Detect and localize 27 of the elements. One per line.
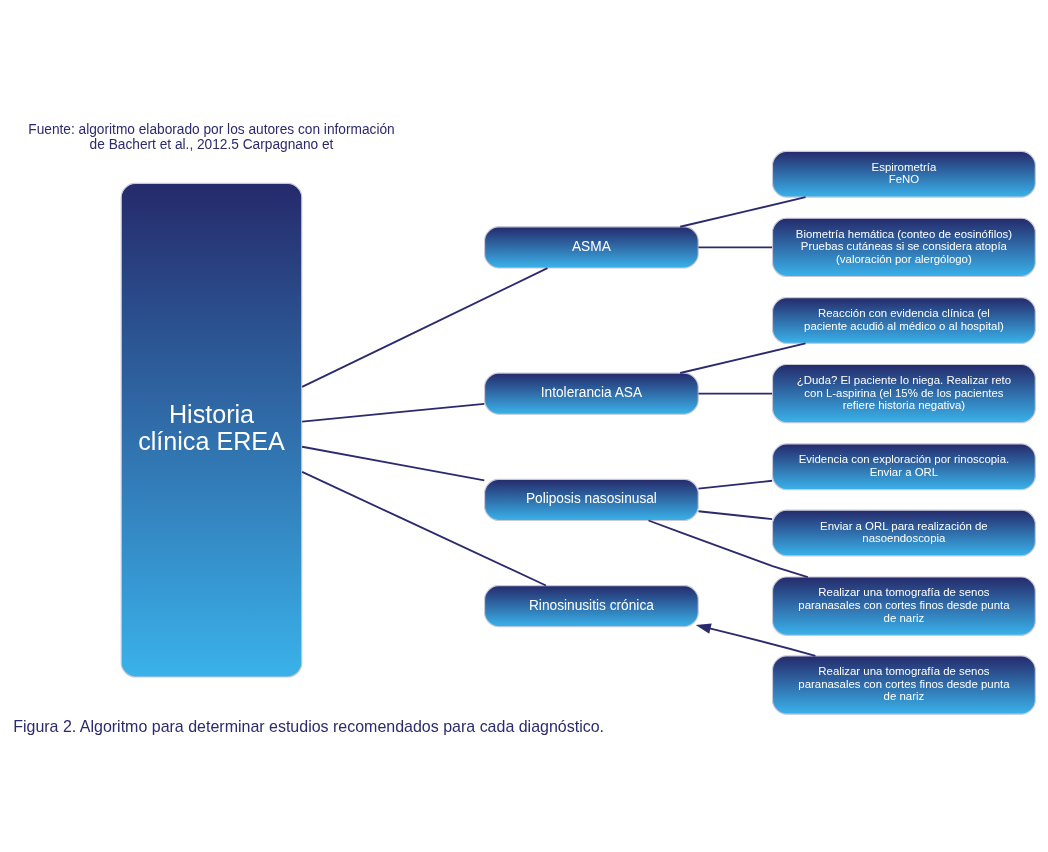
node-box: Realizar una tomografía de senos paranasales con cortes finos desde punta de nariz xyxy=(771,575,1036,636)
label: Fuente: algoritmo elaborado por los autores con información de Bachert et al., 2012.5 Carpagnano et xyxy=(28,121,395,152)
node-box: Historia clínica EREA xyxy=(120,182,303,678)
node-box: Evidencia con exploración por rinoscopia. Enviar a ORL xyxy=(771,442,1036,490)
node-box: ¿Duda? El paciente lo niega. Realizar reto con L-aspirina (el 15% de los pacientes refiere historia negativa) xyxy=(771,363,1036,423)
connector xyxy=(647,519,809,578)
connector xyxy=(697,509,774,520)
arrow xyxy=(695,623,817,657)
connector xyxy=(301,402,486,422)
connector xyxy=(301,445,486,481)
connector xyxy=(679,342,807,374)
connector xyxy=(697,392,774,395)
connector xyxy=(697,246,774,248)
node-box: Intolerancia ASA xyxy=(484,372,699,415)
node-box: Reacción con evidencia clínica (el paciente acudió al médico o al hospital) xyxy=(771,296,1036,344)
connector xyxy=(301,470,547,586)
node-box: Rinosinusitis crónica xyxy=(484,584,699,627)
connector xyxy=(301,266,549,388)
node-box: Biometría hemática (conteo de eosinófilos) Pruebas cutáneas si se considera atopía (valoración por alergólogo) xyxy=(771,217,1036,277)
connector xyxy=(697,479,774,489)
node-box: Poliposis nasosinusal xyxy=(484,478,699,521)
connector xyxy=(679,195,807,228)
node-box: Enviar a ORL para realización de nasoendoscopia xyxy=(771,509,1036,556)
node-box: Espirometría FeNO xyxy=(771,150,1036,198)
caption: Figura 2. Algoritmo para determinar estudios recomendados para cada diagnóstico. xyxy=(13,717,605,735)
node-box: ASMA xyxy=(484,225,699,269)
node-box: Realizar una tomografía de senos paranasales con cortes finos desde punta de nariz xyxy=(771,654,1036,715)
